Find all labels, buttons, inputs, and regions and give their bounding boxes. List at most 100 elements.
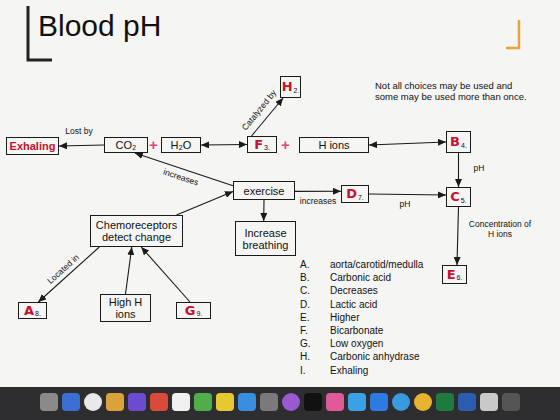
choice-text: Carbonic anhydrase (330, 351, 420, 363)
choice-text: aorta/carotid/medulla (330, 259, 423, 271)
dock-icon (370, 393, 388, 411)
answer-text: Exhaling (10, 140, 56, 152)
answer-box: A8. (18, 302, 47, 319)
dock-icon (84, 393, 102, 411)
blank-number: 3. (264, 144, 270, 152)
answer-letter: D (346, 187, 357, 201)
corner-bracket (506, 20, 519, 48)
dock-icon (106, 393, 124, 411)
choice-letter: H. (300, 351, 310, 363)
choice-letter: F. (300, 325, 308, 337)
edge-label: Located in (44, 251, 81, 286)
choice-text: Exhaling (330, 365, 368, 377)
plus-sign: + (149, 137, 158, 152)
dock-icon (304, 393, 322, 411)
choice-letter: I. (300, 365, 306, 377)
dock-icon (216, 393, 234, 411)
answer-box: H2. (280, 76, 301, 98)
blank-number: 6. (457, 274, 463, 282)
dock-icon (260, 393, 278, 411)
slide-title: Blood pH (38, 8, 161, 44)
answer-letter: E (447, 268, 456, 282)
box-text: High H ions (104, 296, 147, 320)
answer-box: C5. (446, 187, 471, 207)
edge-label: increases (299, 196, 337, 206)
edge-label: Lost by (64, 126, 93, 136)
box-text: Chemoreceptors detect change (94, 219, 179, 243)
dock-icons (40, 393, 520, 411)
answer-letter: F (254, 138, 263, 152)
dock-icon (62, 393, 80, 411)
dock-icon (502, 393, 520, 411)
dock-icon (40, 393, 58, 411)
dock-icon (326, 393, 344, 411)
choice-letter: E. (300, 312, 309, 324)
plus-sign: + (281, 137, 290, 152)
blank-number: 4. (461, 142, 467, 150)
dock-icon (458, 393, 476, 411)
edge-label: Concentration of H ions (467, 219, 533, 239)
dock-icon (414, 393, 432, 411)
choice-letter: G. (300, 338, 311, 350)
blank-number: 7. (358, 194, 364, 202)
connector-arrow (177, 191, 234, 215)
concept-box: CO₂ (104, 137, 148, 153)
choice-text: Higher (330, 312, 359, 324)
blank-number: 8. (35, 310, 41, 318)
answer-letter: G (185, 304, 196, 318)
box-text: H₂O (171, 139, 192, 151)
choice-text: Lactic acid (330, 299, 377, 311)
answer-box: E6. (442, 265, 467, 284)
dock-icon (150, 393, 168, 411)
choice-letter: B. (300, 272, 309, 284)
blank-number: 9. (196, 310, 202, 318)
dock-icon (480, 393, 498, 411)
blank-number: 5. (461, 197, 467, 205)
connector-arrow (126, 247, 132, 294)
choice-text: Low oxygen (330, 338, 383, 350)
answer-letter: H (282, 80, 293, 94)
box-text: H ions (318, 139, 349, 151)
instruction-note: Not all choices may be used and some may… (375, 80, 537, 102)
concept-box: exercise (233, 181, 295, 200)
answer-box: D7. (341, 185, 369, 203)
connector-arrow (458, 153, 459, 187)
choice-letter: D. (300, 299, 310, 311)
connector-arrow (295, 191, 341, 192)
choice-text: Bicarbonate (330, 325, 383, 337)
concept-box: High H ions (100, 294, 151, 322)
edge-label: increases (161, 166, 201, 188)
connector-arrow (457, 207, 459, 265)
concept-box: Increase breathing (235, 221, 296, 256)
answer-letter: C (450, 190, 460, 204)
box-text: Increase breathing (239, 227, 292, 251)
answer-letter: B (450, 135, 460, 149)
blank-number: 2. (294, 87, 300, 95)
concept-box: H₂O (161, 137, 201, 153)
edge-label: pH (399, 199, 412, 209)
answer-box: G9. (176, 302, 211, 319)
connector-arrow (369, 194, 446, 195)
dock-icon (436, 393, 454, 411)
connector-arrow (263, 200, 264, 221)
concept-box: Chemoreceptors detect change (90, 215, 183, 247)
dock-icon (348, 393, 366, 411)
connector-arrow (38, 247, 99, 302)
choice-letter: C. (300, 285, 310, 297)
dock-icon (238, 393, 256, 411)
concept-box: H ions (299, 137, 369, 153)
dock-icon (392, 393, 410, 411)
connector-arrow (369, 142, 446, 145)
edge-label: pH (473, 163, 486, 173)
dock-band (0, 387, 560, 420)
dock-icon (282, 393, 300, 411)
answer-letter: A (24, 304, 34, 318)
box-text: exercise (244, 185, 285, 197)
connector-arrow (59, 145, 104, 146)
dock-icon (128, 393, 146, 411)
dock-icon (194, 393, 212, 411)
choice-text: Carbonic acid (330, 272, 391, 284)
